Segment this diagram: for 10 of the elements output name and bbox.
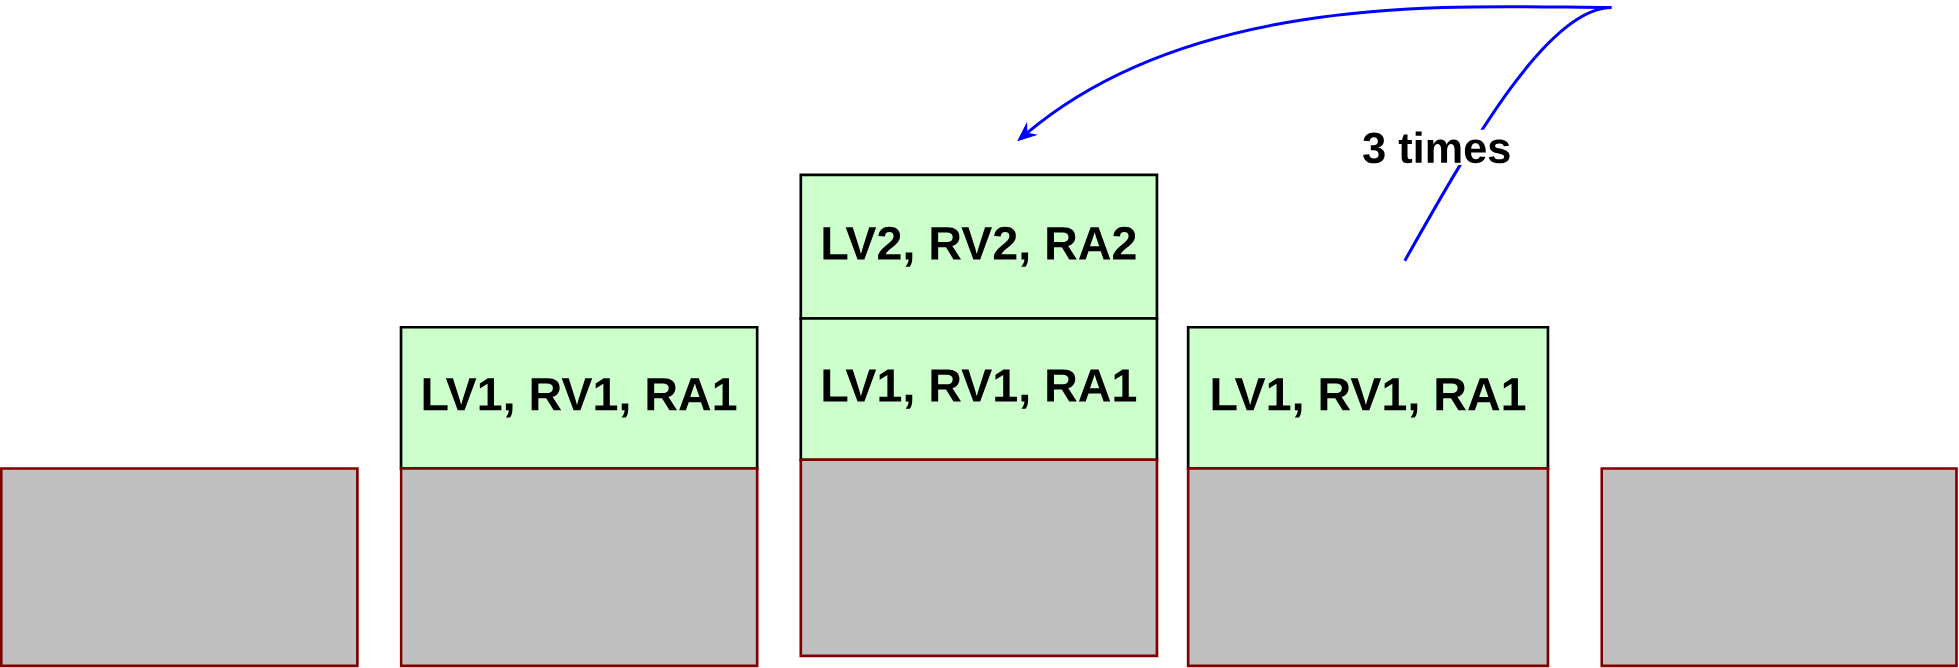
base-block (0, 467, 359, 668)
base-block (399, 467, 759, 668)
base-block (799, 458, 1159, 658)
label-box: LV2, RV2, RA2 (799, 173, 1159, 320)
label-box: LV1, RV1, RA1 (1186, 325, 1550, 470)
label-box: LV1, RV1, RA1 (799, 317, 1159, 461)
label-box: LV1, RV1, RA1 (399, 325, 759, 470)
edge-label: 3 times (1360, 129, 1514, 165)
base-block (1600, 467, 1958, 668)
base-block (1186, 467, 1550, 668)
